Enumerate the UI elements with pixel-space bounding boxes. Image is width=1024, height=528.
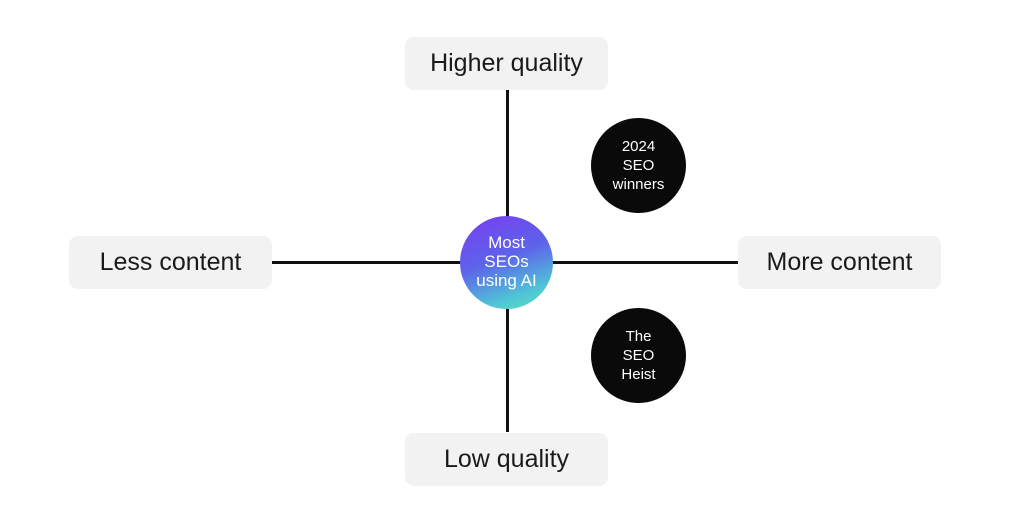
axis-label-low-quality: Low quality: [405, 433, 608, 486]
node-text: Most SEOs using AI: [476, 233, 537, 290]
axis-label-text: Less content: [99, 248, 242, 276]
axis-label-less-content: Less content: [69, 236, 272, 289]
center-node-most-seos: Most SEOs using AI: [460, 216, 553, 309]
axis-label-more-content: More content: [738, 236, 941, 289]
node-seo-heist: The SEO Heist: [591, 308, 686, 403]
node-2024-seo-winners: 2024 SEO winners: [591, 118, 686, 213]
axis-label-text: More content: [766, 248, 913, 276]
axis-label-text: Higher quality: [430, 49, 583, 77]
axis-label-text: Low quality: [443, 445, 570, 473]
node-text: The SEO Heist: [621, 328, 656, 383]
axis-label-higher-quality: Higher quality: [405, 37, 608, 90]
node-text: 2024 SEO winners: [612, 138, 665, 193]
